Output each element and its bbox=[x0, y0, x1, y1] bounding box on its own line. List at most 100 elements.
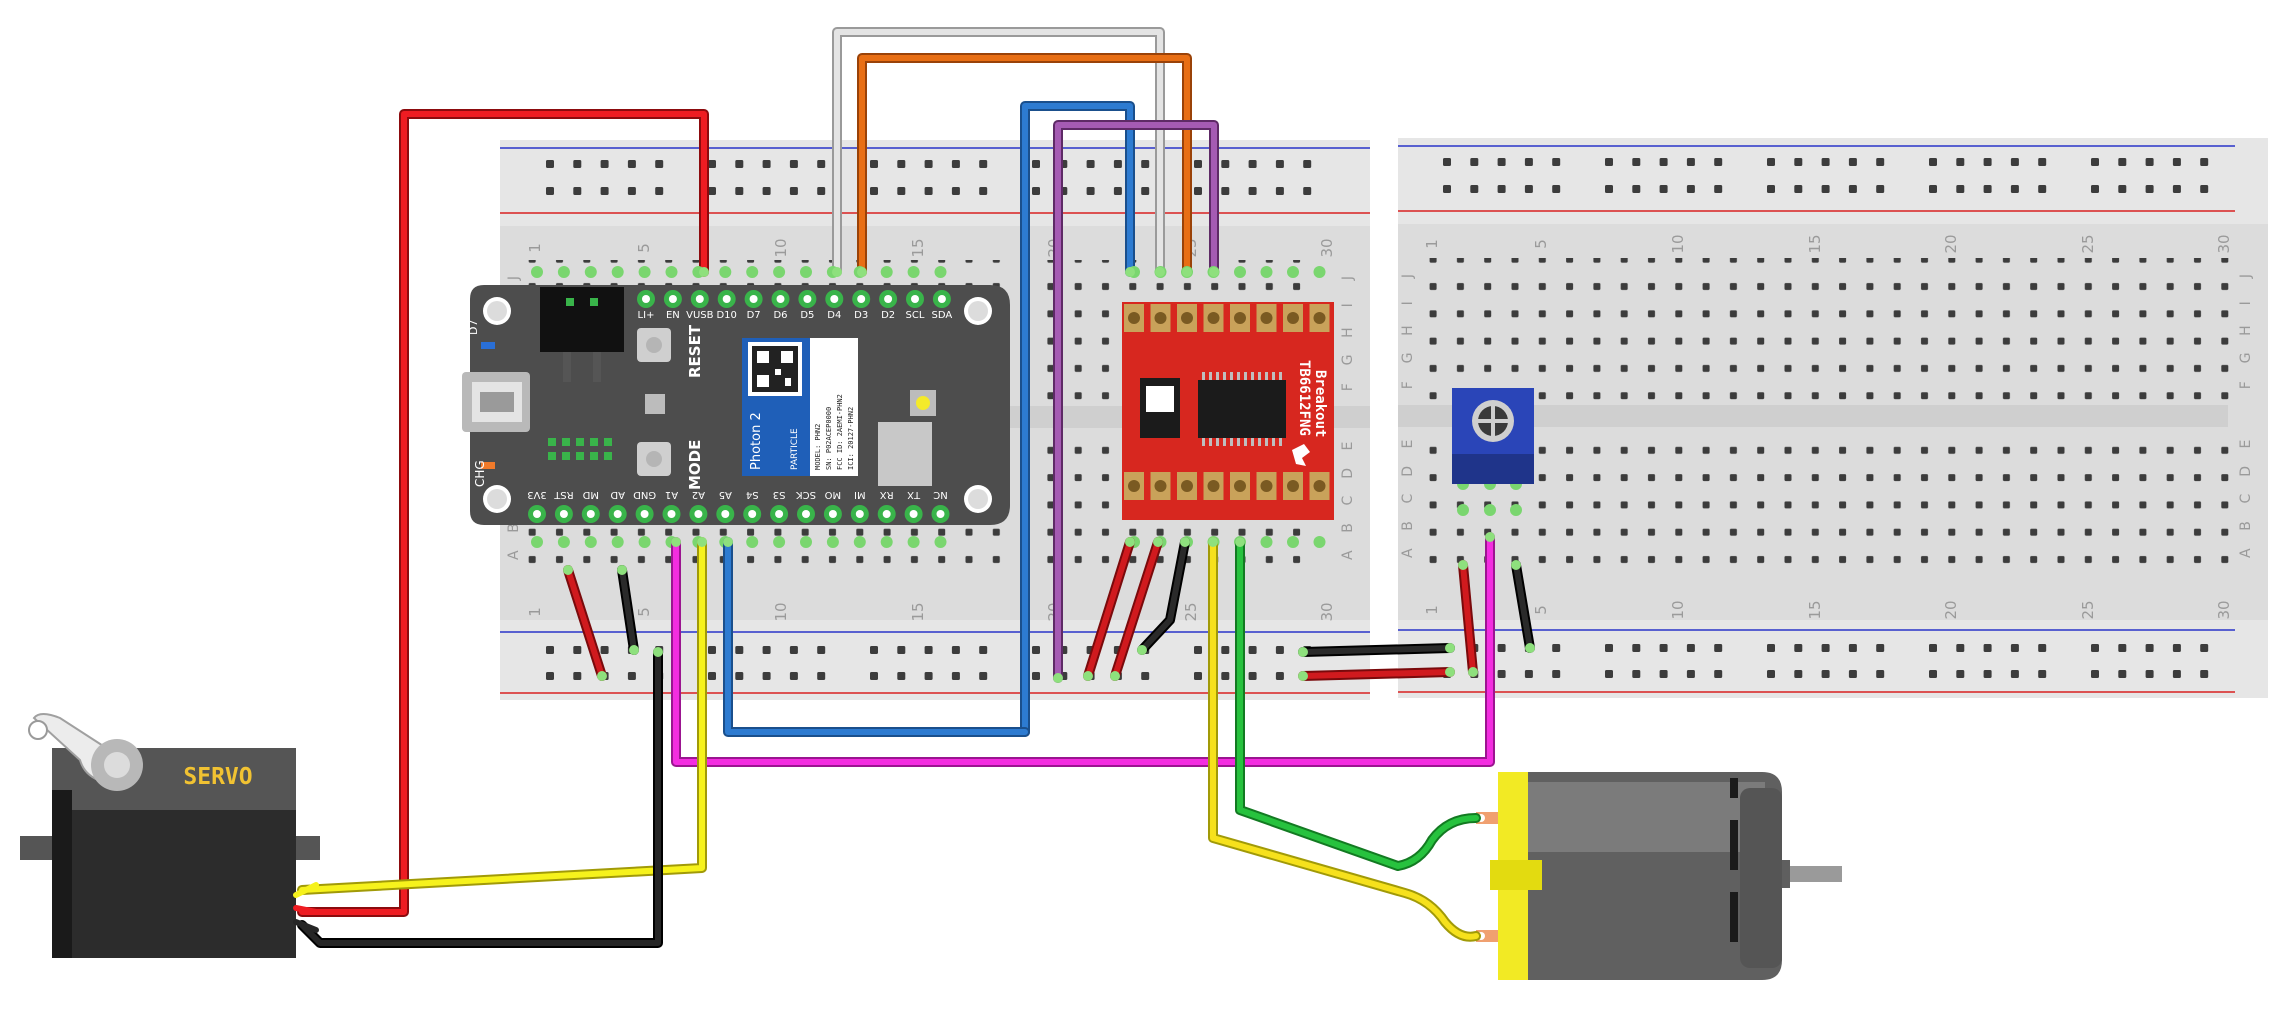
rail-hole bbox=[979, 646, 988, 654]
rail-hole bbox=[1605, 158, 1613, 166]
rail-hole bbox=[1659, 644, 1668, 652]
rail-hole bbox=[1032, 672, 1040, 680]
rail-hole bbox=[1983, 644, 1992, 652]
rail-hole bbox=[1659, 185, 1668, 193]
rgb-led bbox=[645, 394, 665, 414]
wire-end bbox=[1511, 560, 1521, 570]
rail-hole bbox=[1956, 185, 1965, 193]
rail-hole bbox=[1876, 185, 1885, 193]
pin-contact bbox=[773, 536, 786, 548]
row-letter: D bbox=[1340, 468, 1356, 479]
pin-contact bbox=[1510, 504, 1522, 516]
pin-contact bbox=[1313, 536, 1326, 548]
rail-hole bbox=[708, 646, 716, 654]
driver-name-line1: TB6612FNG bbox=[1296, 360, 1312, 436]
top-pin-label: SDA bbox=[932, 310, 953, 321]
rail-hole bbox=[1552, 185, 1561, 193]
rail-hole bbox=[1794, 185, 1803, 193]
pin-contact bbox=[638, 266, 651, 278]
bottom-pin-label: 3V3 bbox=[527, 489, 547, 500]
rail-hole bbox=[1497, 644, 1506, 652]
rail-hole bbox=[1956, 644, 1965, 652]
rail-hole bbox=[655, 160, 664, 168]
bottom-pin-label: MI bbox=[854, 489, 866, 500]
rail-hole bbox=[1443, 185, 1451, 193]
rail-hole bbox=[2200, 158, 2209, 166]
wire-end bbox=[563, 565, 573, 575]
dc-motor bbox=[1476, 772, 1842, 980]
wire-end bbox=[1137, 645, 1147, 655]
chg-led bbox=[481, 462, 495, 469]
rail-hole bbox=[1983, 670, 1992, 678]
row-letter: J bbox=[1400, 274, 1416, 279]
row-letter: F bbox=[1340, 383, 1356, 391]
label-line-1: MODEL: PHN2 bbox=[814, 424, 822, 470]
row-letter: D bbox=[1400, 466, 1416, 477]
rail-hole bbox=[1794, 670, 1803, 678]
top-pin-label: D6 bbox=[773, 310, 787, 321]
rail-hole bbox=[546, 646, 554, 654]
wire-end bbox=[1298, 647, 1308, 657]
top-pin-label: D4 bbox=[827, 310, 841, 321]
wire-end bbox=[671, 537, 681, 547]
rail-hole bbox=[1714, 185, 1723, 193]
tb6612fng-breakout: TB6612FNG Breakout bbox=[1122, 266, 1522, 548]
label-line-4: ICI: 20127-PHN2 bbox=[847, 407, 855, 470]
rail-hole bbox=[2145, 670, 2154, 678]
rail-hole bbox=[1848, 158, 1857, 166]
wire-end bbox=[1083, 671, 1093, 681]
rail-hole bbox=[1194, 646, 1202, 654]
rail-hole bbox=[1848, 644, 1857, 652]
column-number: 15 bbox=[909, 238, 927, 257]
wire-end bbox=[857, 267, 867, 277]
row-letter: D bbox=[2238, 466, 2254, 477]
rail-hole bbox=[573, 160, 582, 168]
motor-shaft bbox=[1780, 866, 1842, 882]
rail-hole bbox=[897, 187, 906, 195]
right-terminal-holes-bottom bbox=[1418, 428, 2238, 573]
row-letter: B bbox=[2238, 521, 2254, 531]
column-number: 1 bbox=[1423, 605, 1441, 615]
wire-end bbox=[1235, 537, 1245, 547]
row-letter: B bbox=[1340, 523, 1356, 533]
rail-hole bbox=[1443, 158, 1451, 166]
debug-header-pin bbox=[576, 452, 584, 460]
rail-hole bbox=[924, 160, 933, 168]
column-number: 30 bbox=[2215, 600, 2233, 619]
rail-hole bbox=[1686, 644, 1695, 652]
rail-hole bbox=[789, 646, 798, 654]
rail-hole bbox=[1767, 644, 1775, 652]
label-line-2: SN: P02ACEP0000 bbox=[825, 407, 833, 470]
rail-hole bbox=[627, 672, 636, 680]
rail-hole bbox=[1141, 187, 1150, 195]
pin-contact bbox=[665, 266, 678, 278]
debug-header-pin bbox=[548, 438, 556, 446]
rail-hole bbox=[1632, 670, 1641, 678]
wire-end bbox=[699, 267, 709, 277]
rail-hole bbox=[1470, 185, 1479, 193]
rail-hole bbox=[1821, 644, 1830, 652]
rail-hole bbox=[2200, 670, 2209, 678]
rail-hole bbox=[2118, 644, 2127, 652]
rail-hole bbox=[1470, 158, 1479, 166]
d7-label: D7 bbox=[467, 320, 480, 335]
rail-hole bbox=[655, 187, 664, 195]
module-name: Photon 2 bbox=[749, 412, 764, 470]
rail-hole bbox=[979, 187, 988, 195]
rail-hole bbox=[1194, 160, 1202, 168]
bottom-pin-label: S3 bbox=[773, 489, 786, 500]
pin-contact bbox=[1260, 266, 1273, 278]
rail-hole bbox=[1848, 185, 1857, 193]
rail-hole bbox=[2172, 670, 2181, 678]
pin-contact bbox=[746, 266, 759, 278]
rail-hole bbox=[1275, 646, 1284, 654]
rail-hole bbox=[2038, 670, 2047, 678]
column-number: 1 bbox=[526, 243, 544, 253]
row-letter: A bbox=[506, 550, 522, 560]
pin-contact bbox=[1234, 266, 1246, 278]
pin-contact bbox=[584, 266, 597, 278]
pin-contact bbox=[826, 536, 839, 548]
rail-hole bbox=[735, 646, 744, 654]
pin-contact bbox=[1287, 266, 1299, 278]
rail-hole bbox=[1714, 670, 1723, 678]
